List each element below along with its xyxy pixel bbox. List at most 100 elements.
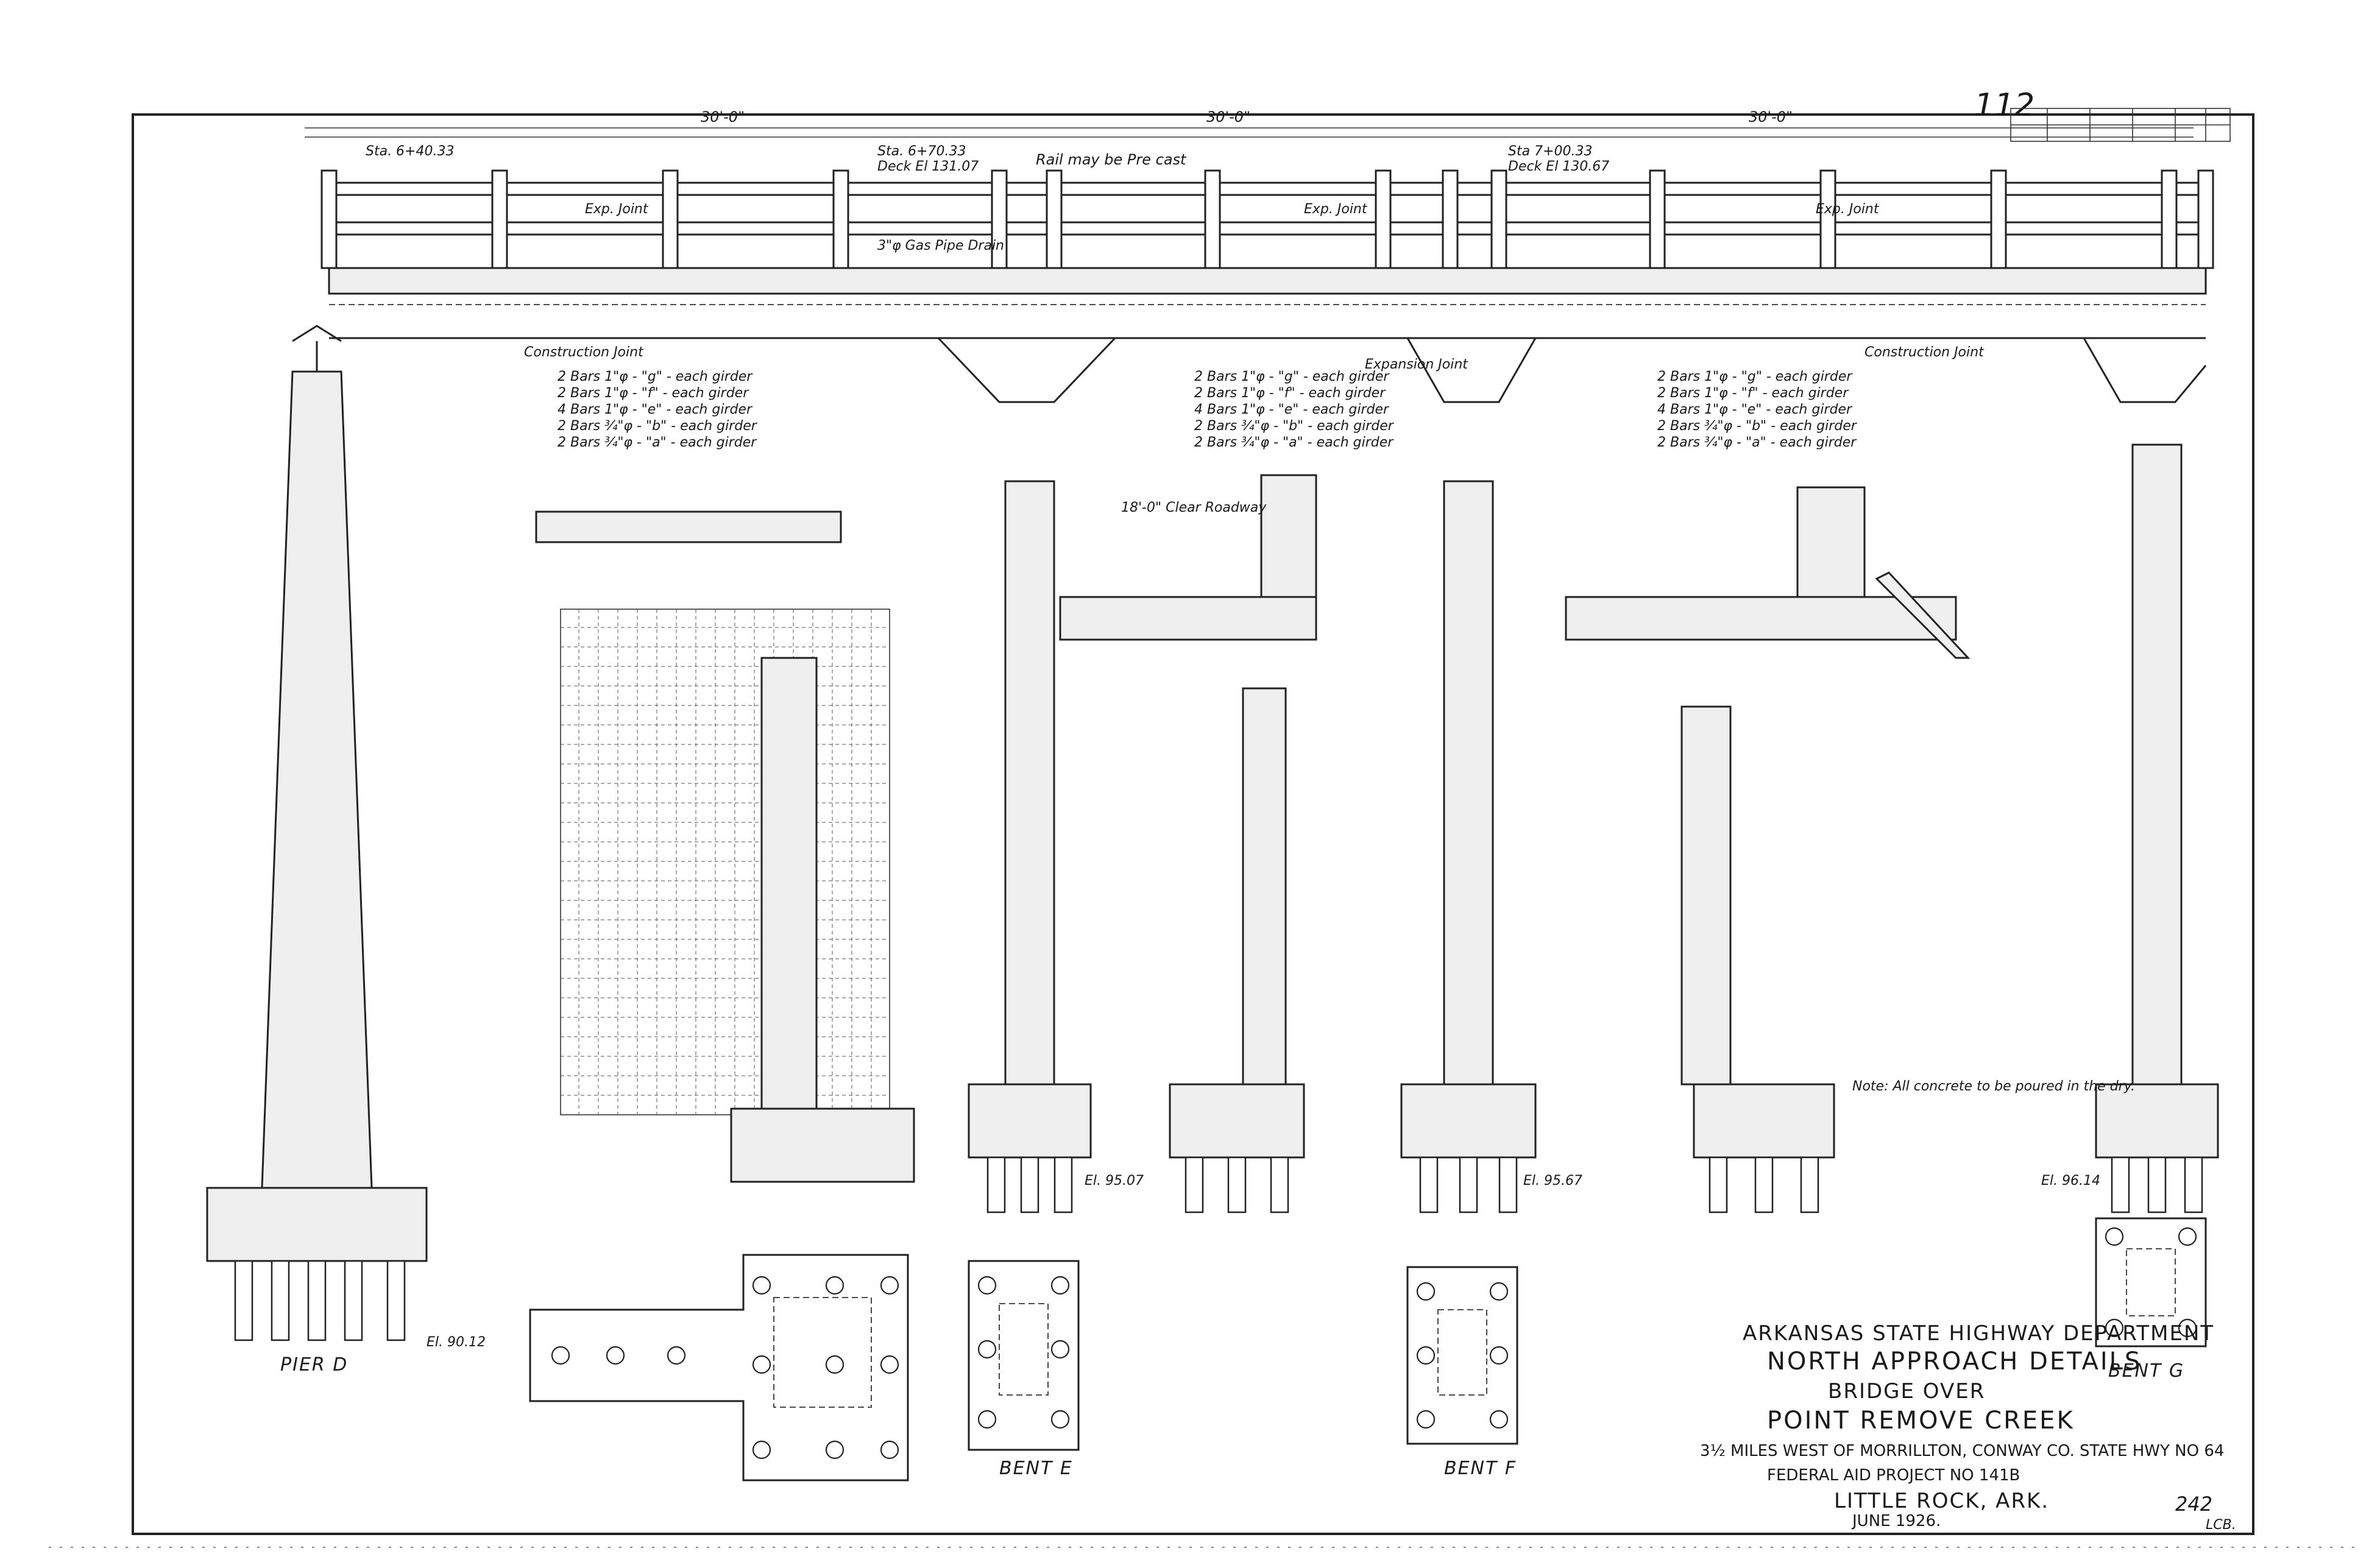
rail-post <box>1204 169 1221 269</box>
pile-hole <box>880 1276 899 1295</box>
rail-post <box>320 169 338 269</box>
bent-e-caption: BENT E <box>999 1458 1073 1479</box>
rail-post <box>491 169 508 269</box>
station-label-3: Sta 7+00.33 <box>1508 144 1592 159</box>
girder-bar-callouts-right: 2 Bars 1"φ - "g" - each girder 2 Bars 1"… <box>1657 369 1858 450</box>
pile-hole <box>1050 1276 1070 1295</box>
span-dimension-1: 30'-0" <box>701 108 745 125</box>
pile <box>234 1260 253 1341</box>
pile-hole <box>1050 1410 1070 1429</box>
span-dimension-3: 30'-0" <box>1749 108 1793 125</box>
rail-post <box>1649 169 1666 269</box>
girder-bar-note: 2 Bars 1"φ - "g" - each girder <box>1194 369 1390 384</box>
title-drawing: NORTH APPROACH DETAILS <box>1767 1347 2142 1376</box>
station-label-2: Sta. 6+70.33 <box>877 144 966 159</box>
pile-hole <box>2178 1227 2197 1246</box>
rail-post <box>1819 169 1836 269</box>
pile-hole <box>606 1346 625 1365</box>
pile <box>1800 1156 1819 1213</box>
bent-f-caption: BENT F <box>1444 1458 1517 1479</box>
girder-bar-callouts-left: 2 Bars 1"φ - "g" - each girder 2 Bars 1"… <box>558 369 758 450</box>
page-number: 242 <box>2175 1492 2212 1516</box>
rail-post <box>991 169 1008 269</box>
pile-hole <box>977 1340 997 1359</box>
exp-joint-label-2: Exp. Joint <box>1304 202 1368 217</box>
title-subject-prefix: BRIDGE OVER <box>1828 1379 1985 1404</box>
bent-e-section <box>1059 474 1317 1213</box>
bent-f-elevation <box>1400 480 1537 1213</box>
pile-hole <box>825 1276 845 1295</box>
pile-hole <box>2105 1318 2124 1338</box>
girder-bar-note: 2 Bars 1"φ - "g" - each girder <box>1657 369 1853 384</box>
pile-hole <box>977 1276 997 1295</box>
pile <box>1270 1156 1289 1213</box>
exp-joint-label-3: Exp. Joint <box>1816 202 1880 217</box>
pile-hole <box>1416 1410 1436 1429</box>
title-bridge-name: POINT REMOVE CREEK <box>1767 1407 2075 1435</box>
footing-plan-bent-f <box>1406 1266 1518 1445</box>
expansion-joint-label: Expansion Joint <box>1365 357 1468 372</box>
pier-d-elevation: El. 90.12 <box>427 1335 486 1350</box>
footing-plan-bent-g <box>2095 1217 2207 1347</box>
rail-post <box>1442 169 1459 269</box>
pile <box>2147 1156 2167 1213</box>
pile <box>1184 1156 1204 1213</box>
pile <box>1498 1156 1518 1213</box>
pile <box>2111 1156 2130 1213</box>
pile-hole <box>2105 1227 2124 1246</box>
railing <box>320 169 2214 269</box>
pile-hole <box>825 1355 845 1374</box>
pier-d <box>206 325 428 1341</box>
title-agency: ARKANSAS STATE HIGHWAY DEPARTMENT <box>1743 1321 2214 1346</box>
pile <box>1419 1156 1439 1213</box>
pile <box>986 1156 1006 1213</box>
girder-bar-note: 2 Bars ¾"φ - "a" - each girder <box>558 435 757 450</box>
title-date: JUNE 1926. <box>1851 1512 1941 1530</box>
girder-bar-note: 2 Bars 1"φ - "g" - each girder <box>558 369 753 384</box>
rail-post <box>662 169 679 269</box>
girder-bar-callouts-middle: 2 Bars 1"φ - "g" - each girder 2 Bars 1"… <box>1194 369 1395 450</box>
sheet-border <box>132 113 2254 1535</box>
girder-bar-note: 2 Bars 1"φ - "f" - each girder <box>558 386 749 401</box>
rail-post <box>1490 169 1507 269</box>
pile-hole <box>752 1355 771 1374</box>
pile <box>386 1260 406 1341</box>
pile-hole <box>2178 1318 2197 1338</box>
pile <box>1053 1156 1073 1213</box>
exp-joint-label-1: Exp. Joint <box>585 202 649 217</box>
bent-g-elevation-label: El. 96.14 <box>2041 1173 2100 1188</box>
pile <box>1754 1156 1774 1213</box>
footing-plan-bent-e <box>968 1260 1080 1451</box>
girder-bar-note: 2 Bars 1"φ - "f" - each girder <box>1657 386 1849 401</box>
girder-bar-note: 4 Bars 1"φ - "e" - each girder <box>1194 402 1390 417</box>
pile-hole <box>880 1440 899 1460</box>
girder-bar-note: 2 Bars ¾"φ - "b" - each girder <box>1657 418 1858 434</box>
bent-g-caption: BENT G <box>2108 1360 2184 1382</box>
station-deck-2: Deck El 131.07 <box>877 159 979 174</box>
span-dimension-2: 30'-0" <box>1206 108 1250 125</box>
pile <box>1227 1156 1247 1213</box>
pile <box>1020 1156 1039 1213</box>
pile-hole <box>551 1346 570 1365</box>
sheet-number: 112 <box>1974 87 2034 124</box>
rail-note: Rail may be Pre cast <box>1036 151 1187 168</box>
pile-hole <box>977 1410 997 1429</box>
deck-slab <box>328 267 2207 295</box>
bent-g-elevation <box>2095 443 2219 1213</box>
pile-hole <box>1489 1282 1509 1301</box>
header-table <box>2010 108 2231 142</box>
pile-hole <box>1050 1340 1070 1359</box>
girder-bar-note: 2 Bars ¾"φ - "b" - each girder <box>558 418 758 434</box>
construction-joint-right: Construction Joint <box>1864 345 1985 360</box>
pile <box>307 1260 327 1341</box>
section-grid <box>535 510 915 1183</box>
concrete-note: Note: All concrete to be poured in the d… <box>1852 1079 2135 1094</box>
pile <box>1709 1156 1728 1213</box>
pile <box>271 1260 290 1341</box>
footing-plan-cross <box>529 1254 909 1481</box>
rail-post <box>1990 169 2007 269</box>
girder-bar-note: 2 Bars ¾"φ - "b" - each girder <box>1194 418 1395 434</box>
girder-bar-note: 4 Bars 1"φ - "e" - each girder <box>1657 402 1853 417</box>
girder-bar-note: 4 Bars 1"φ - "e" - each girder <box>558 402 753 417</box>
